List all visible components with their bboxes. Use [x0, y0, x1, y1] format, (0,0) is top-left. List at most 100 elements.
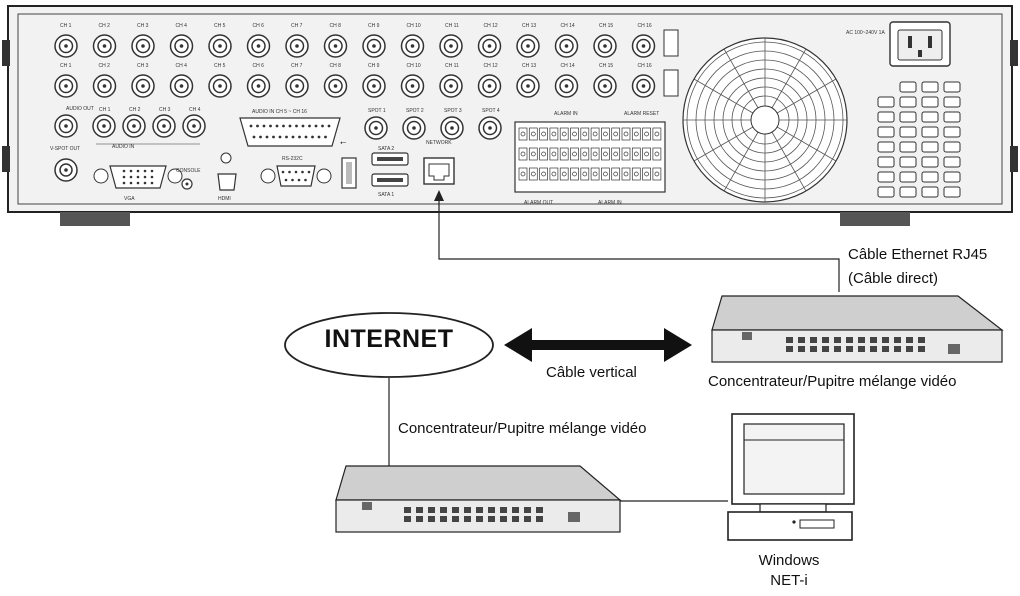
channel-label: CH 10 — [407, 63, 421, 69]
audio-channel-label: CH 3 — [159, 107, 171, 113]
video-in-bnc — [439, 34, 463, 58]
svg-text:SATA 1: SATA 1 — [378, 192, 394, 198]
video-loop-bnc — [593, 74, 617, 98]
video-loop-bnc — [631, 74, 656, 98]
video-in-bnc — [131, 34, 155, 58]
channel-label: CH 1 — [60, 63, 72, 69]
hub-port — [536, 516, 543, 522]
video-in-connectors-top — [54, 34, 656, 58]
hub-port — [428, 516, 435, 522]
audio-out-label: AUDIO OUT — [66, 106, 94, 112]
channel-label: CH 14 — [561, 23, 575, 29]
hub-port — [452, 516, 459, 522]
vga-connector: VGA — [93, 165, 183, 202]
loop-out-tag — [663, 29, 679, 57]
video-loop-bnc — [92, 74, 117, 98]
svg-text:ALARM IN: ALARM IN — [598, 200, 622, 206]
channel-label: CH 5 — [214, 63, 226, 69]
channel-label: CH 10 — [407, 23, 421, 29]
hub-port — [440, 516, 447, 522]
hub-port — [858, 346, 865, 352]
rs232c-connector: RS-232C — [260, 156, 332, 187]
channel-label: CH 15 — [599, 63, 613, 69]
svg-text:NETWORK: NETWORK — [426, 140, 452, 146]
svg-text:HDMI: HDMI — [218, 196, 231, 202]
channel-label: CH 12 — [484, 23, 498, 29]
audio-in-bnc — [152, 114, 176, 138]
channel-label: CH 4 — [176, 23, 188, 29]
spot-bnc — [478, 116, 502, 140]
video-in-bnc — [169, 34, 194, 58]
video-loop-bnc — [54, 74, 78, 98]
channel-label: CH 13 — [522, 23, 536, 29]
usb-port: ⭠ — [340, 138, 357, 189]
cooling-fan-grille — [682, 37, 848, 203]
pc-tower — [727, 511, 853, 541]
ethernet-cable-label: Câble Ethernet RJ45 — [848, 246, 988, 263]
hub-port — [870, 337, 877, 343]
video-in-bnc — [631, 34, 656, 58]
video-loop-bnc — [169, 74, 194, 98]
spot-bnc — [402, 116, 426, 140]
svg-text:⭠: ⭠ — [340, 138, 347, 147]
channel-label: CH 12 — [484, 63, 498, 69]
channel-label: CH 6 — [253, 63, 265, 69]
hub-port — [834, 337, 841, 343]
sata-ports: SATA 2 SATA 1 — [371, 146, 409, 198]
spot-label: SPOT 4 — [482, 108, 500, 114]
channel-label: CH 3 — [137, 23, 149, 29]
channel-label: CH 16 — [638, 63, 652, 69]
channel-label: CH 2 — [99, 63, 111, 69]
hub-port — [488, 516, 495, 522]
channel-label: CH 3 — [137, 63, 149, 69]
vspot-out-connector: V-SPOT OUT — [50, 146, 80, 182]
video-loop-bnc — [246, 74, 271, 98]
video-loop-bnc — [362, 74, 386, 98]
video-loop-bnc — [400, 74, 425, 98]
hub-port — [464, 516, 471, 522]
hub-port — [452, 507, 459, 513]
channel-label: CH 16 — [638, 23, 652, 29]
pc-workstation — [727, 413, 855, 541]
spot-bnc — [364, 116, 388, 140]
hub-left — [335, 465, 622, 533]
channel-label: CH 2 — [99, 23, 111, 29]
hub-port — [846, 346, 853, 352]
dvr-foot-left — [60, 212, 130, 226]
hub-port — [786, 337, 793, 343]
hub-port — [894, 346, 901, 352]
channel-label: CH 9 — [368, 63, 380, 69]
hub-port — [798, 346, 805, 352]
hub-port — [822, 346, 829, 352]
hub-port — [906, 346, 913, 352]
video-in-bnc — [208, 34, 232, 58]
audio-in-label: AUDIO IN — [112, 144, 135, 150]
channel-label: CH 5 — [214, 23, 226, 29]
hub-port — [846, 337, 853, 343]
ethernet-cable-line — [438, 196, 840, 292]
channel-label: CH 4 — [176, 63, 188, 69]
video-in-bnc — [516, 34, 540, 58]
pc-label-software: NET-i — [770, 572, 808, 589]
svg-text:CONSOLE: CONSOLE — [176, 168, 201, 174]
video-loop-bnc — [516, 74, 540, 98]
hub-port — [882, 337, 889, 343]
channel-label: CH 8 — [330, 63, 342, 69]
video-loop-bnc — [554, 74, 579, 98]
video-loop-bnc — [477, 74, 502, 98]
hub-port — [882, 346, 889, 352]
hub-port — [476, 507, 483, 513]
hub-port — [416, 516, 423, 522]
svg-text:VGA: VGA — [124, 196, 135, 202]
video-in-bnc — [400, 34, 425, 58]
svg-text:AUDIO IN CH 5 ~ CH 16: AUDIO IN CH 5 ~ CH 16 — [252, 109, 307, 115]
hub-port — [500, 516, 507, 522]
audio-in-bnc — [182, 114, 206, 138]
video-in-bnc — [593, 34, 617, 58]
channel-label: CH 8 — [330, 23, 342, 29]
hub-port — [906, 337, 913, 343]
video-in-bnc — [285, 34, 309, 58]
